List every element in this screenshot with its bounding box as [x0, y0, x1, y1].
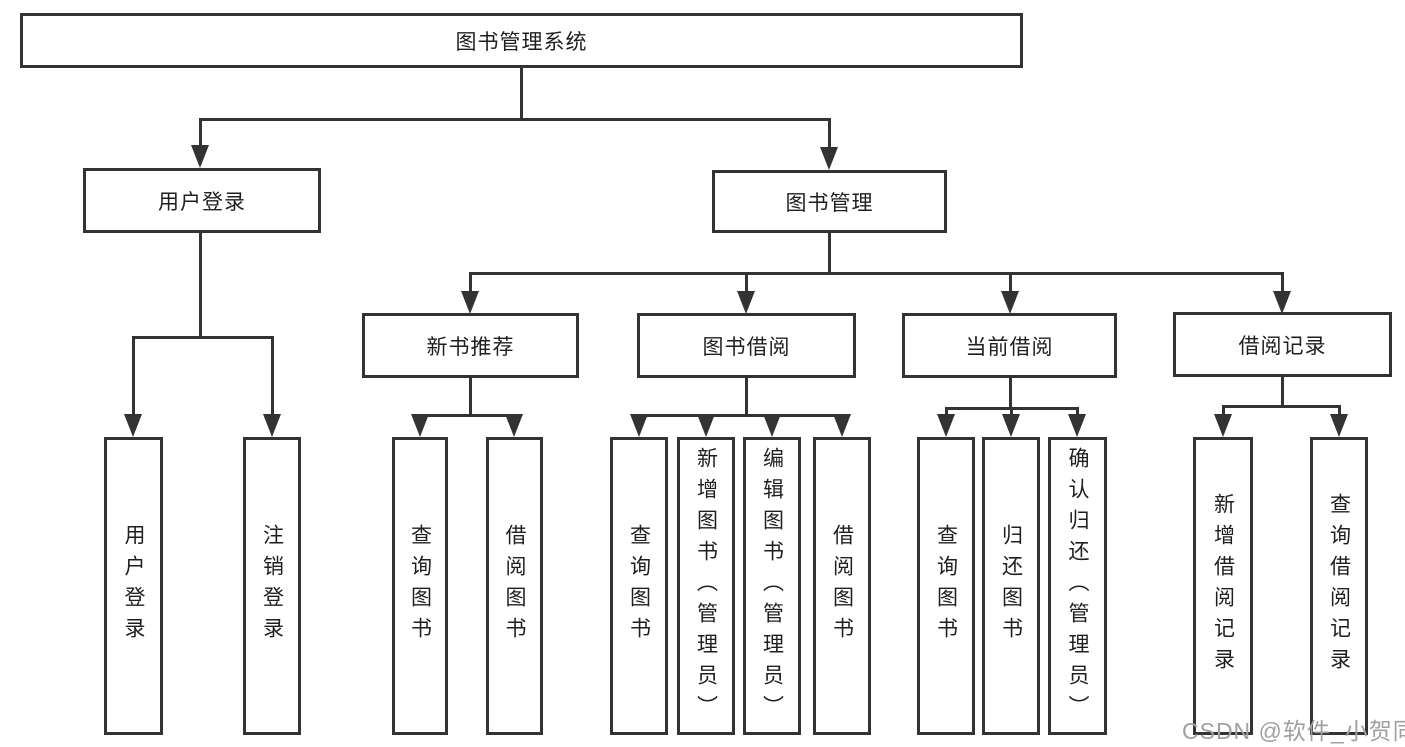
node-root-library-system: 图书管理系统	[20, 13, 1023, 68]
leaf-query-borrow-record: 查询借阅记录	[1310, 437, 1368, 735]
connector-login-rail	[132, 336, 273, 339]
arrowhead-down-icon	[1002, 414, 1020, 437]
leaf-add-borrow-record: 新增借阅记录	[1193, 437, 1253, 735]
connector-records-stem	[1281, 376, 1284, 407]
arrowhead-down-icon	[461, 291, 479, 314]
connector-drop-borrowing	[745, 272, 748, 293]
leaf-user-login: 用户登录	[104, 437, 163, 735]
arrowhead-down-icon	[1001, 291, 1019, 314]
connector-drop-current	[1009, 272, 1012, 293]
node-borrowing-records: 借阅记录	[1173, 312, 1392, 377]
connector-root-rail	[199, 118, 830, 121]
connector-drop-user-login-leaf	[132, 336, 135, 416]
arrowhead-down-icon	[1068, 414, 1086, 437]
connector-borrowing-rail	[638, 414, 843, 417]
arrowhead-down-icon	[820, 147, 838, 170]
leaf-query-books-borrow: 查询图书	[610, 437, 668, 735]
connector-drop-book-management	[828, 118, 831, 148]
leaf-add-books-admin: 新增图书（管理员）	[677, 437, 735, 735]
connector-drop-query-record	[1338, 405, 1341, 417]
connector-drop-recommend	[469, 272, 472, 293]
arrowhead-down-icon	[737, 291, 755, 314]
leaf-query-books-recommend: 查询图书	[392, 437, 448, 735]
connector-drop-add-record	[1222, 405, 1225, 417]
node-current-borrowing: 当前借阅	[902, 313, 1117, 378]
connector-records-rail	[1222, 405, 1341, 408]
connector-mgmt-stem	[828, 233, 831, 274]
connector-current-stem	[1009, 378, 1012, 409]
arrowhead-down-icon	[1214, 414, 1232, 437]
arrowhead-down-icon	[411, 414, 429, 437]
leaf-borrow-books: 借阅图书	[813, 437, 871, 735]
leaf-return-books: 归还图书	[982, 437, 1040, 735]
leaf-logout: 注销登录	[243, 437, 301, 735]
leaf-edit-books-admin: 编辑图书（管理员）	[743, 437, 801, 735]
connector-drop-user-login	[199, 118, 202, 147]
arrowhead-down-icon	[937, 414, 955, 437]
arrowhead-down-icon	[1273, 291, 1291, 314]
connector-root-stem	[520, 68, 523, 118]
connector-drop-query-current	[945, 407, 948, 417]
connector-borrowing-stem	[745, 378, 748, 417]
csdn-watermark: CSDN @软件_小贺同学	[1182, 718, 1405, 744]
node-book-management: 图书管理	[712, 170, 947, 233]
connector-drop-confirm-return	[1076, 407, 1079, 417]
arrowhead-down-icon	[124, 414, 142, 437]
arrowhead-down-icon	[630, 414, 648, 437]
arrowhead-down-icon	[833, 414, 851, 437]
leaf-confirm-return-admin: 确认归还（管理员）	[1048, 437, 1107, 735]
connector-recommend-stem	[469, 378, 472, 417]
leaf-borrow-books-recommend: 借阅图书	[486, 437, 543, 735]
arrowhead-down-icon	[1330, 414, 1348, 437]
node-book-borrowing: 图书借阅	[637, 313, 856, 378]
connector-login-stem	[199, 233, 202, 336]
arrowhead-down-icon	[763, 414, 781, 437]
node-user-login: 用户登录	[83, 168, 321, 233]
arrowhead-down-icon	[191, 145, 209, 168]
connector-recommend-rail	[419, 414, 516, 417]
connector-mgmt-rail	[469, 272, 1283, 275]
leaf-query-books-current: 查询图书	[917, 437, 975, 735]
arrowhead-down-icon	[505, 414, 523, 437]
node-new-book-recommendation: 新书推荐	[362, 313, 579, 378]
connector-drop-records	[1281, 272, 1284, 293]
arrowhead-down-icon	[697, 414, 715, 437]
connector-drop-logout-leaf	[271, 336, 274, 416]
connector-drop-return	[1010, 407, 1013, 417]
arrowhead-down-icon	[263, 414, 281, 437]
